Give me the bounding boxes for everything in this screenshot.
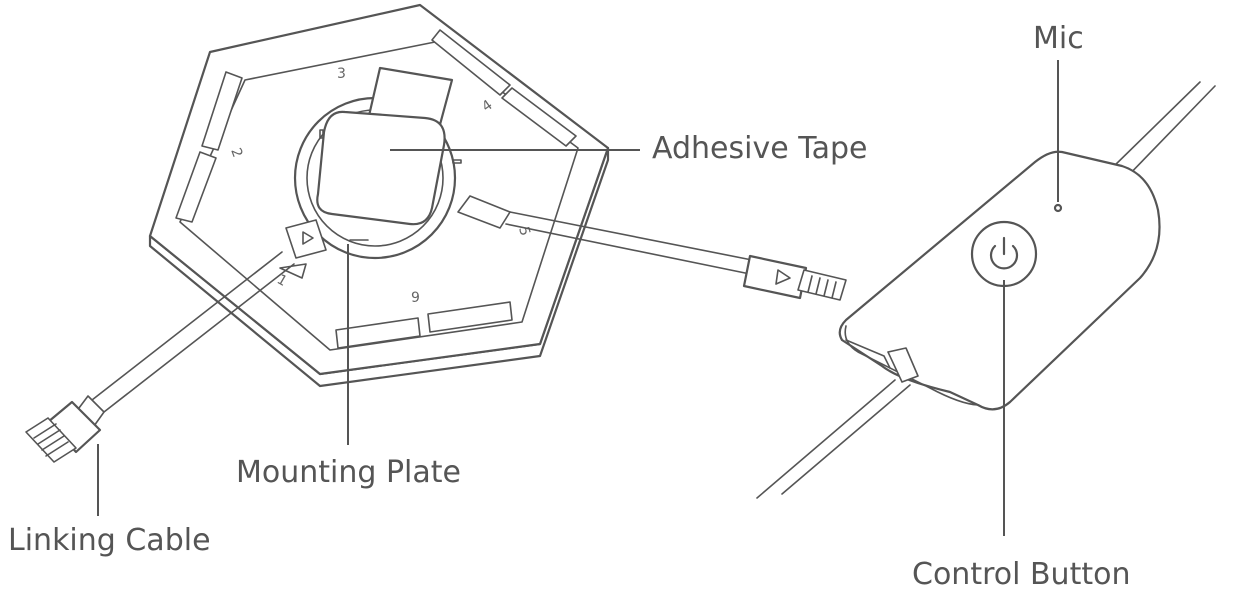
linking-cable: [25, 219, 327, 463]
arrow-icon: [302, 231, 314, 245]
label-linking-cable: Linking Cable: [8, 523, 211, 558]
arrow-icon: [775, 269, 791, 285]
edge-number-3: 3: [337, 66, 346, 82]
label-adhesive-tape: Adhesive Tape: [652, 131, 867, 166]
label-mic: Mic: [1033, 21, 1084, 56]
mic-hole-icon: [1053, 203, 1063, 213]
edge-connector-slots: [175, 29, 577, 349]
controller: [838, 150, 1161, 411]
controller-power-cable: [756, 81, 1216, 499]
plate-notch: [452, 159, 462, 164]
label-mounting-plate: Mounting Plate: [236, 455, 461, 490]
cable-plug-panel: [285, 219, 327, 259]
cable-plug-end: [742, 254, 808, 300]
power-icon: [989, 244, 1019, 270]
leader-lines: [97, 60, 1059, 536]
controller-cable-port: [887, 347, 919, 383]
label-control-button: Control Button: [912, 557, 1130, 592]
linking-cable-right: [457, 195, 847, 301]
arrow-icon: [279, 263, 307, 279]
edge-number-6: 9: [411, 290, 420, 306]
adhesive-tape: [316, 66, 454, 226]
